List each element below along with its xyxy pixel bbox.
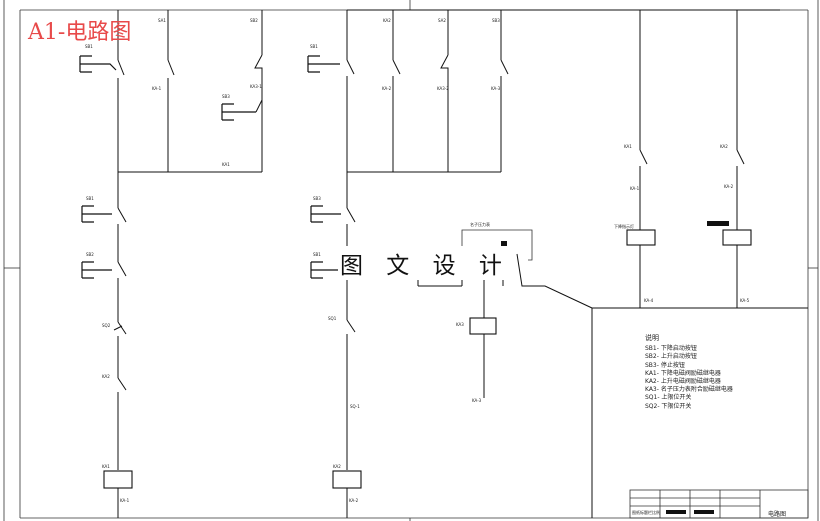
circuit-left [79,10,263,518]
note-item: SQ1- 上限位开关 [645,394,692,402]
label: SA1 [158,18,166,23]
note-item: SB2- 上升启动按钮 [645,353,697,361]
circuit-right [591,10,808,518]
note-item: SQ2- 下限位开关 [645,402,692,410]
note-item: KA3- 名子压力表附合励磁继电器 [645,386,733,394]
label: SB2 [86,252,94,257]
drawing-title: A1-电路图 [28,20,132,45]
note-item: SB1- 下降启动按钮 [645,345,697,353]
label: KA3-2 [437,86,449,91]
component-labels: SB1 SA1 SB2 KA-1 KA3-1 SB3 KA1 SB1 KA2 S… [85,18,750,515]
label: KA2 [383,18,391,23]
note-item: KA2- 上升电磁阀励磁继电器 [645,378,721,386]
watermark-text: 图 文 设 计 [338,246,512,280]
label: KA1 [102,464,110,469]
label: KA-5 [740,298,750,303]
label: KA1 [624,144,632,149]
label: KA2 [333,464,341,469]
label: KA1 [222,162,230,167]
label: KA-2 [382,86,392,91]
label: SB1 [85,44,93,49]
label: KA2 [102,374,110,379]
label: KA-2 [349,498,359,503]
label: KA-1 [152,86,162,91]
notes-heading: 说明 [645,334,659,342]
label: SQ-1 [350,404,360,409]
label: KA-4 [644,298,654,303]
note-item: SB3- 停止按钮 [645,361,685,369]
label: KA-1 [120,498,130,503]
label: 比例 [652,509,660,515]
label: 名子压力表 [470,221,490,227]
label: SB1 [313,252,321,257]
label: 图纸标题栏 [632,509,652,515]
label: KA-2 [724,184,734,189]
label: SQ1 [328,316,337,321]
label: KA-3 [491,86,501,91]
label: 下降指示灯 [614,223,634,229]
circuit-middle [307,9,780,518]
label: SQ2 [102,323,111,328]
label: KA-1 [630,186,640,191]
title-block [629,489,809,519]
label: KA3 [456,322,464,327]
label: SB3 [492,18,500,23]
label: SB1 [310,44,318,49]
label: SB3 [313,196,321,201]
title-block-sheet-label: 电路图 [768,511,787,518]
notes-panel: 说明 SB1- 下降启动按钮 SB2- 上升启动按钮 SB3- 停止按钮 KA1… [645,334,733,411]
label: SB3 [222,94,230,99]
note-item: KA1- 下降电磁阀励磁继电器 [645,369,721,377]
label: SA2 [438,18,446,23]
label: SB1 [86,196,94,201]
label: KA2 [720,144,728,149]
label: SB2 [250,18,258,23]
label: KA3-1 [250,84,262,89]
label: KA-3 [472,398,482,403]
